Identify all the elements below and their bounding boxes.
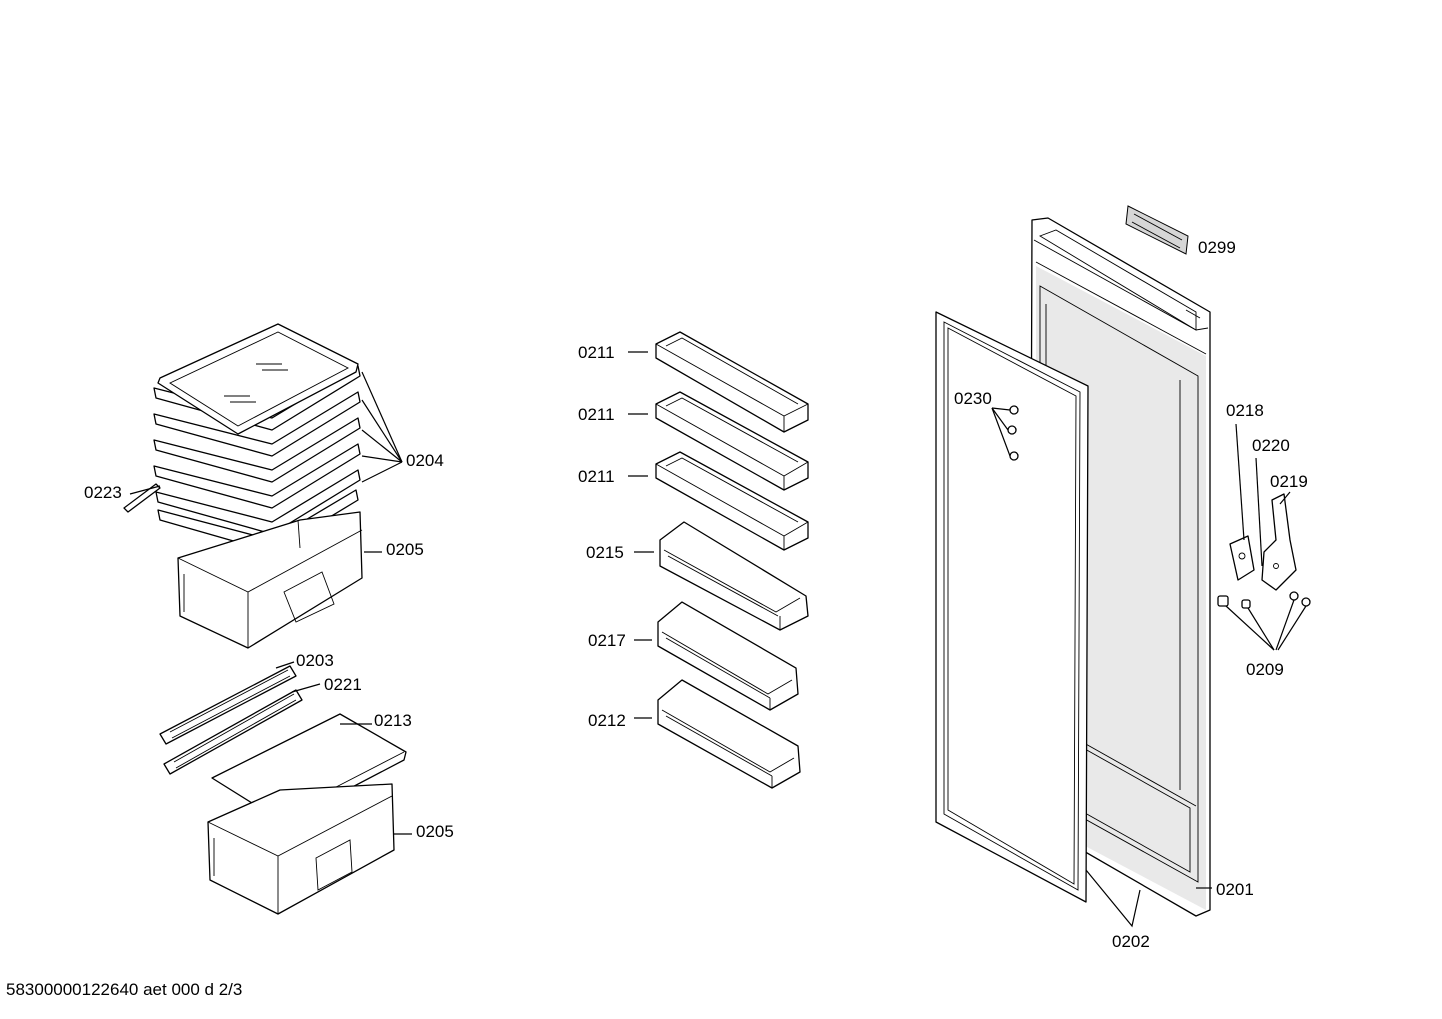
label-0205-upper: 0205: [386, 540, 424, 559]
door-gasket-0202[interactable]: [935, 311, 1089, 903]
label-0217: 0217: [588, 631, 626, 650]
rating-plate-0299[interactable]: [1125, 205, 1189, 255]
label-0211-b: 0211: [578, 405, 615, 424]
label-0204: 0204: [406, 451, 444, 470]
label-0201: 0201: [1216, 880, 1254, 899]
label-0215: 0215: [586, 543, 624, 562]
drawer-strip-0203[interactable]: [159, 665, 297, 745]
hinge-bracket-0219[interactable]: [1261, 493, 1297, 591]
label-0230: 0230: [954, 389, 992, 408]
vegetable-drawer-upper[interactable]: [177, 511, 363, 649]
label-0211-c: 0211: [578, 467, 615, 486]
document-code: 58300000122640 aet 000 d 2/3: [6, 980, 243, 999]
label-0213: 0213: [374, 711, 412, 730]
door-shelf-0211-c[interactable]: [655, 451, 809, 551]
label-0203: 0203: [296, 651, 334, 670]
fastener-set-0209[interactable]: [1217, 591, 1311, 609]
label-0211-a: 0211: [578, 343, 615, 362]
label-0221: 0221: [324, 675, 362, 694]
label-0220: 0220: [1252, 436, 1290, 455]
door-shelf-0211-a[interactable]: [655, 331, 809, 433]
drawer-strip-0221[interactable]: [163, 689, 303, 775]
label-0219: 0219: [1270, 472, 1308, 491]
label-0205-lower: 0205: [416, 822, 454, 841]
door-bin-0217[interactable]: [657, 601, 799, 711]
door-bin-0212[interactable]: [657, 679, 801, 789]
vegetable-drawer-lower[interactable]: [207, 783, 395, 915]
label-0223: 0223: [84, 483, 122, 502]
label-0202: 0202: [1112, 932, 1150, 951]
hinge-plate-0218[interactable]: [1229, 535, 1255, 581]
glass-shelf-stack[interactable]: [153, 323, 361, 553]
label-0218: 0218: [1226, 401, 1264, 420]
shelf-clip-0223[interactable]: [123, 483, 161, 513]
label-0299: 0299: [1198, 238, 1236, 257]
label-0212: 0212: [588, 711, 626, 730]
door-bin-0215[interactable]: [659, 521, 809, 631]
label-0209: 0209: [1246, 660, 1284, 679]
door-shelf-0211-b[interactable]: [655, 391, 809, 491]
